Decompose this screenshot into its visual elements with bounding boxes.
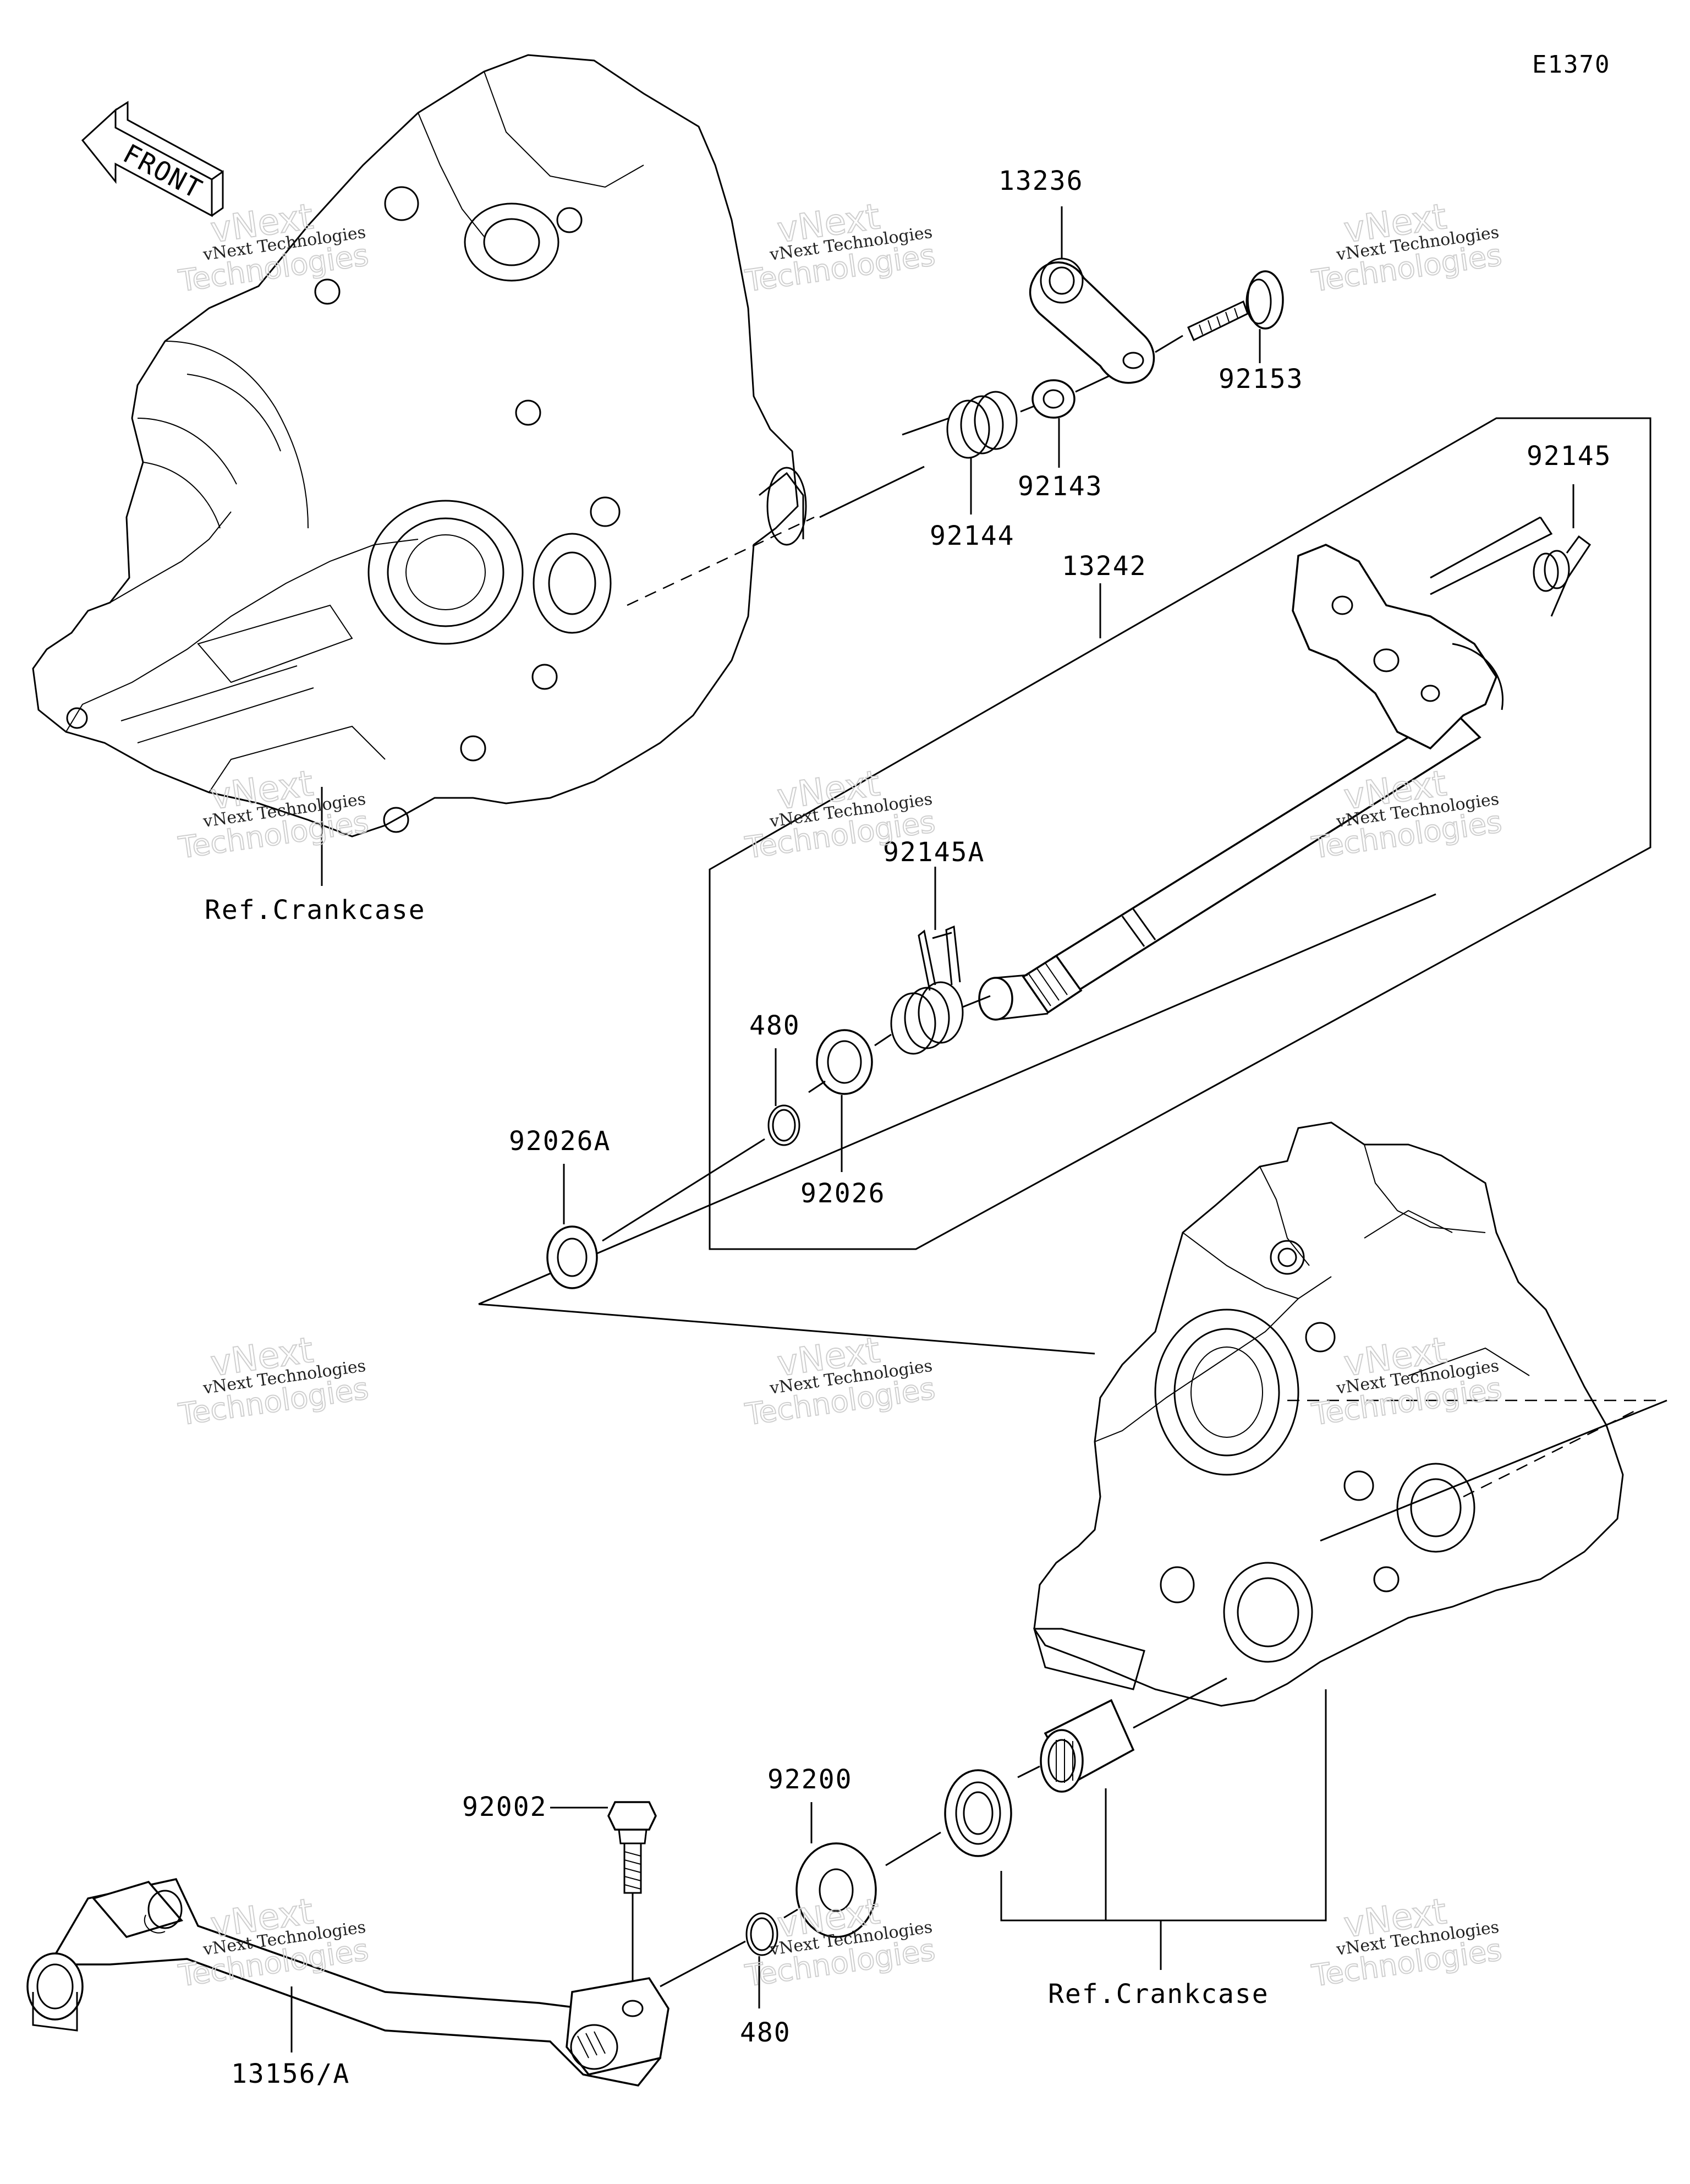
watermark-7: vNext vNext Technologies Technologies (175, 1329, 371, 1432)
axis-line (478, 1303, 1095, 1355)
part-92200-washer (795, 1842, 877, 1938)
part-92144-spring (902, 391, 1018, 459)
part-92145A-spring (890, 925, 991, 1055)
front-arrow-label: FRONT (118, 138, 207, 205)
axis-line (819, 466, 925, 518)
axis-line (808, 1080, 826, 1093)
axis-line (1133, 1677, 1227, 1729)
axis-line (1463, 1408, 1640, 1498)
part-13236-lever (1029, 258, 1155, 384)
watermark-12: vNext vNext Technologies Technologies (1309, 1891, 1504, 1994)
label-92143: 92143 (1018, 471, 1103, 502)
front-arrow-icon: FRONT (81, 101, 224, 217)
watermark-11: vNext vNext Technologies Technologies (742, 1891, 937, 1994)
part-92153-bolt (1187, 270, 1284, 342)
axis-line (783, 1908, 798, 1919)
label-92002: 92002 (462, 1792, 547, 1822)
label-92145: 92145 (1527, 441, 1612, 472)
axis-line (1017, 1765, 1040, 1778)
assembly-frame (709, 417, 1651, 1250)
part-92143-collar (1031, 379, 1076, 419)
ref-bracket-lower (1000, 1689, 1327, 1922)
watermark-1: vNext vNext Technologies Technologies (175, 196, 371, 299)
axis-line (874, 1033, 892, 1047)
part-92026A-washer (546, 1225, 598, 1289)
watermark-8: vNext vNext Technologies Technologies (742, 1329, 937, 1432)
part-needle-bearing (1040, 1699, 1135, 1793)
axis-line (660, 1940, 746, 1988)
part-480-circlip-lower (745, 1912, 778, 1956)
axis-line (1155, 335, 1183, 353)
axis-line (602, 1138, 765, 1242)
leader-lines (290, 206, 1574, 2052)
diagram-code: E1370 (1532, 51, 1610, 79)
label-13242: 13242 (1062, 551, 1147, 582)
watermark-2: vNext vNext Technologies Technologies (742, 196, 937, 299)
crankcase-right-drawing (1033, 1121, 1624, 1707)
label-13236: 13236 (998, 166, 1084, 196)
label-92026: 92026 (800, 1178, 886, 1209)
watermark-4: vNext vNext Technologies Technologies (175, 763, 371, 866)
label-92145A: 92145A (883, 837, 985, 868)
label-92144: 92144 (930, 521, 1015, 551)
part-480-circlip-upper (767, 1104, 800, 1146)
assembly-frame (478, 893, 1436, 1305)
axis-line (1020, 405, 1035, 413)
part-92002-bolt (607, 1801, 657, 1894)
ref-crankcase-lower: Ref.Crankcase (1048, 1979, 1269, 2010)
crankcase-left-drawing (32, 54, 807, 838)
axis-line (885, 1831, 941, 1866)
label-92026A: 92026A (509, 1126, 611, 1157)
part-13156A-shift-pedal (26, 1878, 670, 2087)
watermark-3: vNext vNext Technologies Technologies (1309, 196, 1504, 299)
label-480-lower: 480 (740, 2017, 791, 2048)
part-92145-spring (1533, 535, 1592, 617)
part-13242-shift-shaft (978, 516, 1553, 1021)
label-92153: 92153 (1219, 364, 1304, 395)
part-oil-seal (944, 1769, 1012, 1857)
label-480-upper: 480 (749, 1010, 800, 1041)
label-92200: 92200 (767, 1764, 853, 1795)
part-92026-washer (816, 1029, 873, 1095)
ref-crankcase-upper: Ref.Crankcase (205, 895, 426, 926)
label-13156A: 13156/A (231, 2059, 350, 2089)
watermark-9: vNext vNext Technologies Technologies (1309, 1329, 1504, 1432)
axis-line (627, 516, 815, 606)
